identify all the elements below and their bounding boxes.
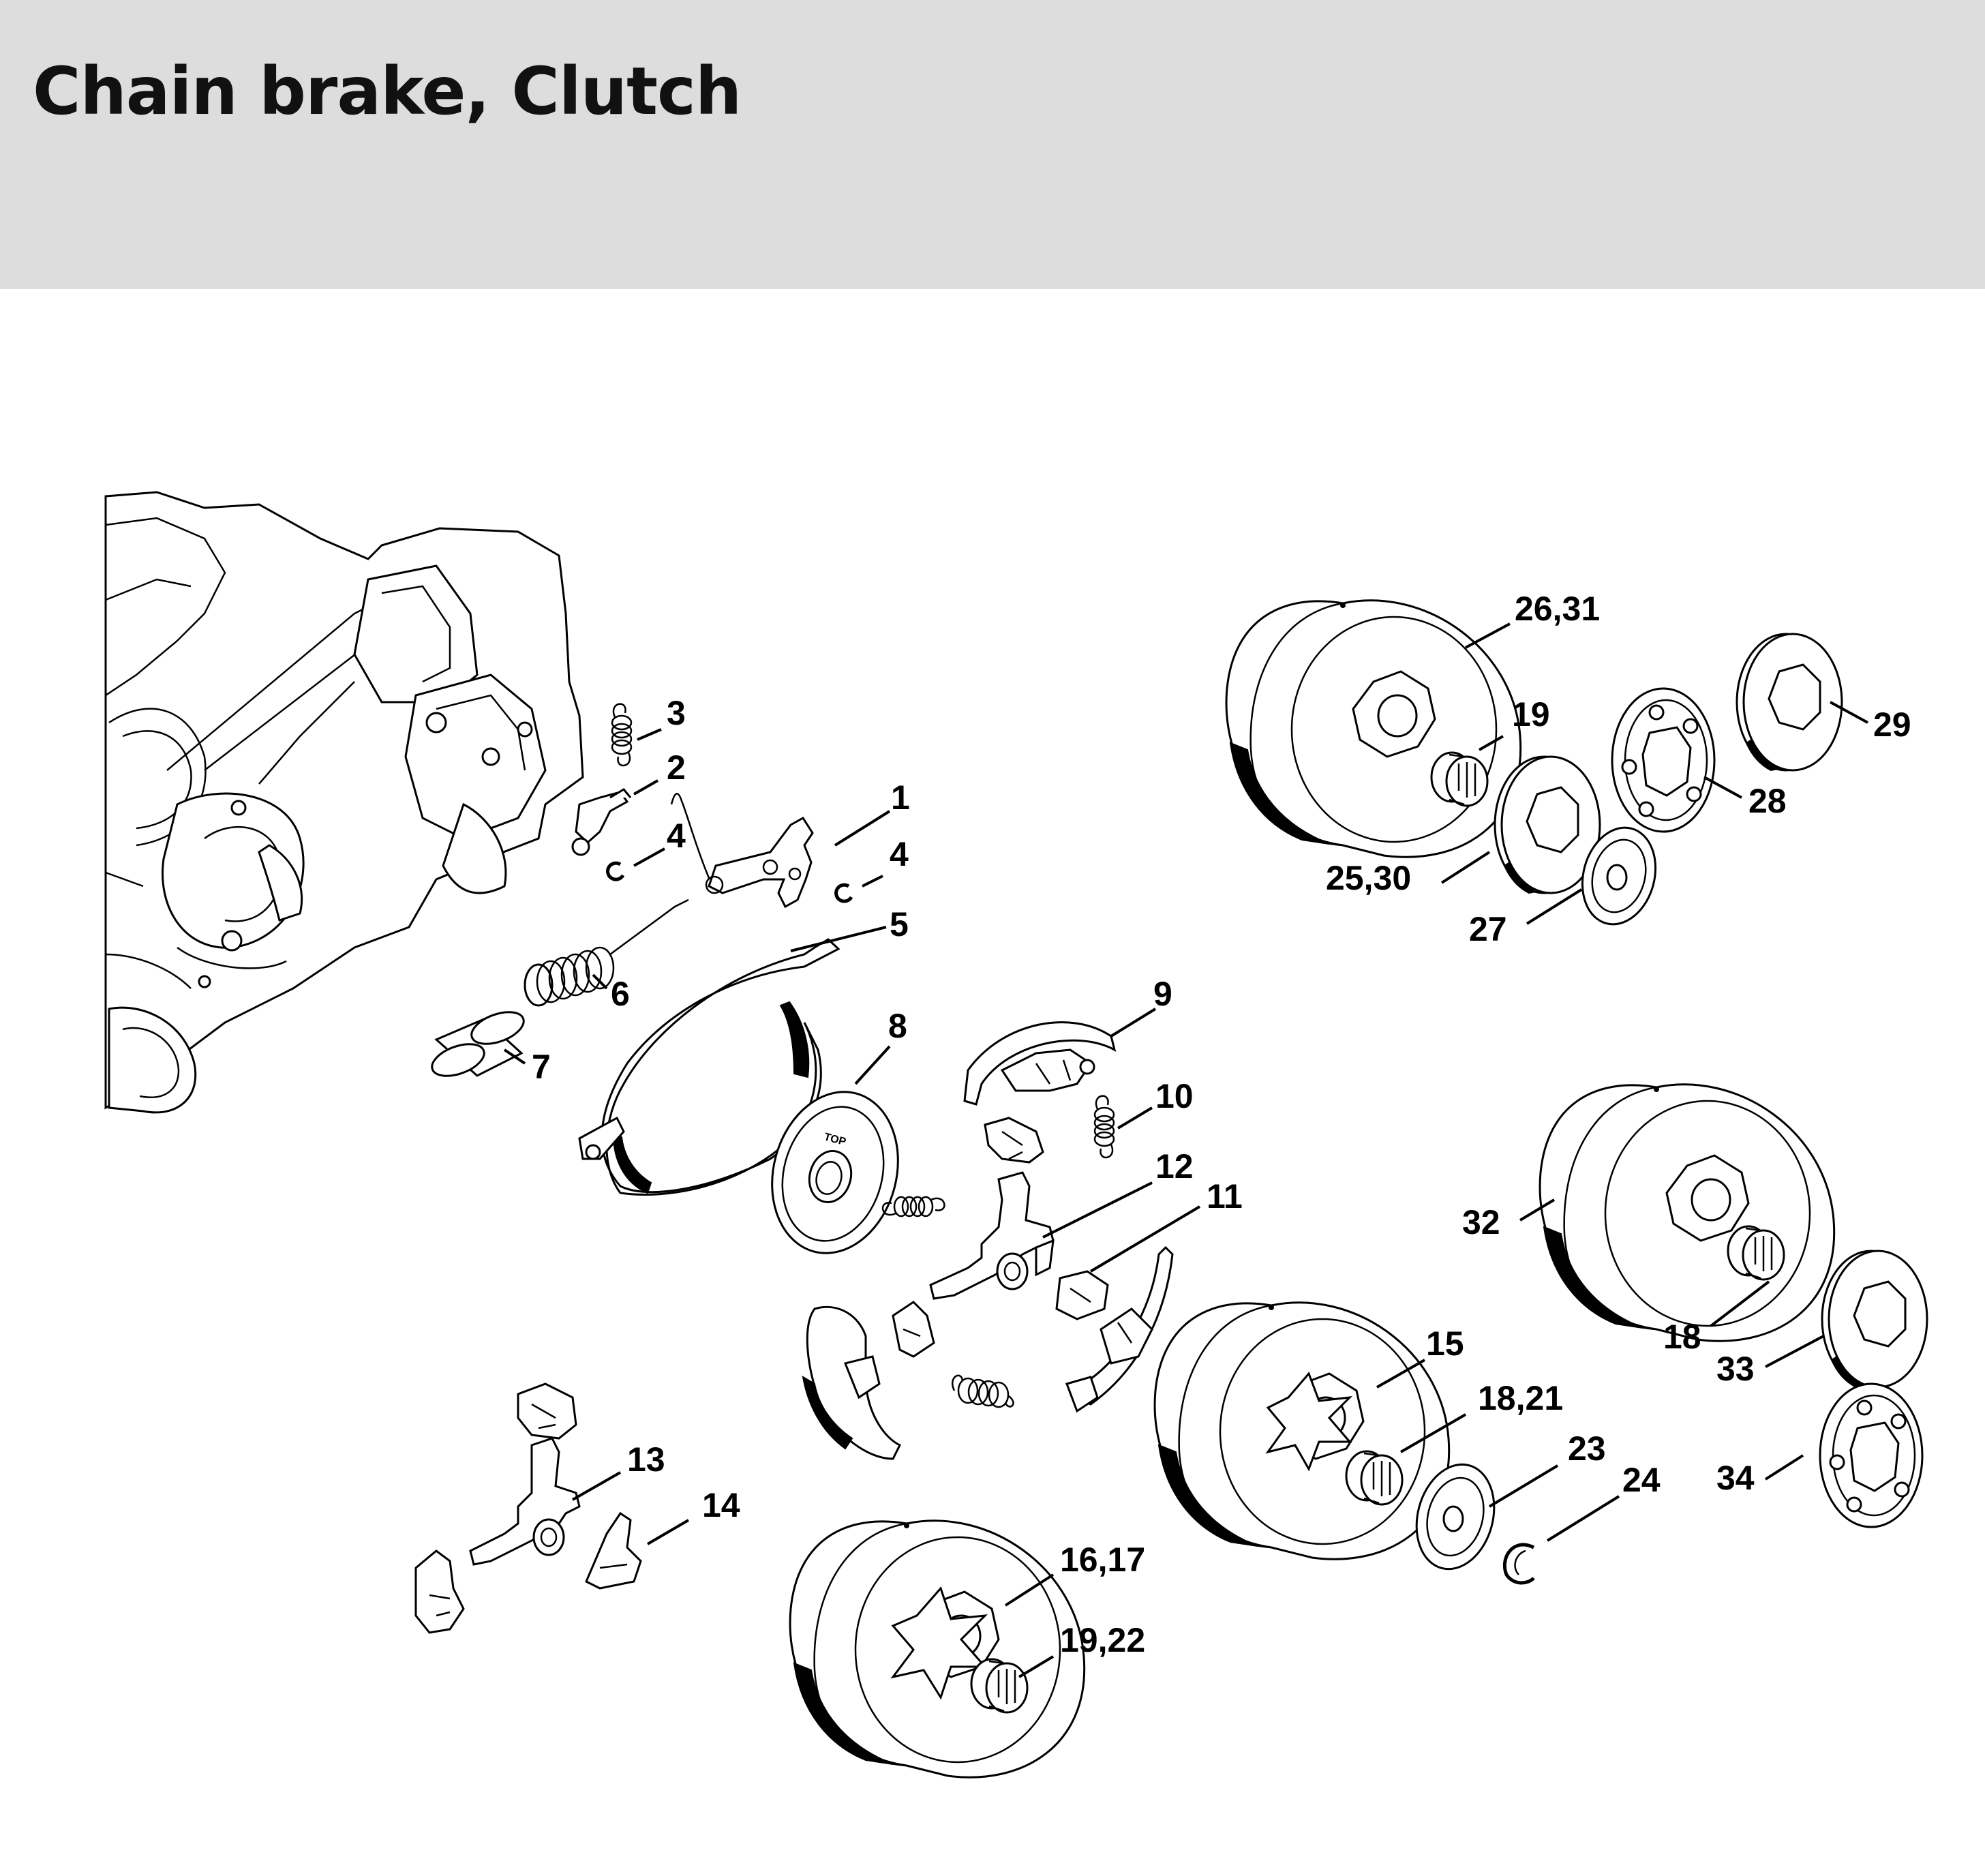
callout-33: 33 [1716,1350,1755,1388]
part-24-e-clip [1502,1543,1535,1585]
part-clutch-spring-small [881,1196,945,1217]
callout-8: 8 [888,1007,907,1045]
part-33-rim-sprocket [1821,1250,1928,1389]
callout-9: 9 [1153,975,1172,1013]
callout-14: 14 [702,1486,740,1524]
callout-18-21: 18,21 [1478,1379,1563,1417]
part-34-slotted-disc [1819,1382,1924,1528]
part-5-brake-band [578,938,840,1196]
part-4-clip-right [834,883,853,903]
callout-34: 34 [1716,1459,1755,1497]
part-1-brake-lever [670,793,814,909]
part-6-spring [524,898,689,1007]
part-26-31-drum [1225,599,1522,858]
part-14-weight [585,1511,642,1590]
part-clutch-weight-upper [984,1117,1044,1164]
callout-11: 11 [1207,1177,1243,1215]
part-3-spring [611,703,633,767]
callout-23: 23 [1568,1429,1606,1468]
part-8-washer: TOP [771,1091,899,1254]
callout-3: 3 [667,694,686,732]
part-32-drum [1539,1083,1836,1342]
part-15-drum [1153,1301,1451,1560]
part-27-washer [1581,826,1657,926]
part-clutch-shoe-lower [802,1301,935,1460]
part-7-sleeve [431,1011,525,1077]
part-13-weight-lower [414,1549,465,1634]
part-2-lever [571,788,632,856]
callout-labels: 3 2 4 1 4 5 6 7 8 9 10 12 11 13 14 15 16… [532,590,1911,1659]
callout-4b: 4 [890,835,909,873]
part-18-needle-cage [1727,1225,1785,1281]
callout-13: 13 [627,1440,665,1479]
callout-24: 24 [1622,1461,1661,1499]
callout-1: 1 [891,778,910,817]
callout-16-17: 16,17 [1060,1541,1145,1579]
part-16-17-drum [789,1519,1086,1779]
callout-4a: 4 [667,817,686,855]
callout-7: 7 [532,1048,551,1086]
part-4-clip-left [606,861,625,881]
callout-27: 27 [1469,910,1507,948]
callout-26-31: 26,31 [1515,590,1600,628]
callout-19: 19 [1512,695,1550,733]
callout-12: 12 [1155,1147,1194,1185]
callout-25-30: 25,30 [1326,859,1411,897]
part-13-carrier [469,1437,581,1566]
leader-lines [503,622,1868,1678]
page-title: Chain brake, Clutch [33,53,742,130]
callout-10: 10 [1155,1077,1194,1115]
part-10-spring [1093,1095,1115,1159]
callout-28: 28 [1748,782,1787,820]
callout-6: 6 [611,975,630,1013]
part-9-clutch-shoe [963,1021,1117,1106]
callout-5: 5 [890,905,909,943]
callout-15: 15 [1426,1325,1464,1363]
callout-18: 18 [1663,1318,1701,1356]
callout-32: 32 [1462,1203,1500,1241]
part-19-22-needle-cage [970,1658,1029,1714]
part-12-carrier [929,1171,1055,1300]
part-29-rim-sprocket [1736,633,1843,772]
part-11-clutch-shoe [1055,1245,1174,1413]
part-13-weight-upper [517,1382,577,1440]
part-23-washer [1415,1463,1496,1571]
callout-2: 2 [667,748,686,787]
header-band: Chain brake, Clutch [0,0,1985,289]
part-28-slotted-disc [1611,687,1716,833]
callout-29: 29 [1873,706,1911,744]
crankcase-housing [104,491,584,1114]
callout-19-22: 19,22 [1060,1621,1145,1659]
part-clutch-spring-lower [952,1374,1014,1408]
part-19-needle-cage [1430,751,1489,807]
part-18-21-needle-cage [1345,1450,1404,1506]
